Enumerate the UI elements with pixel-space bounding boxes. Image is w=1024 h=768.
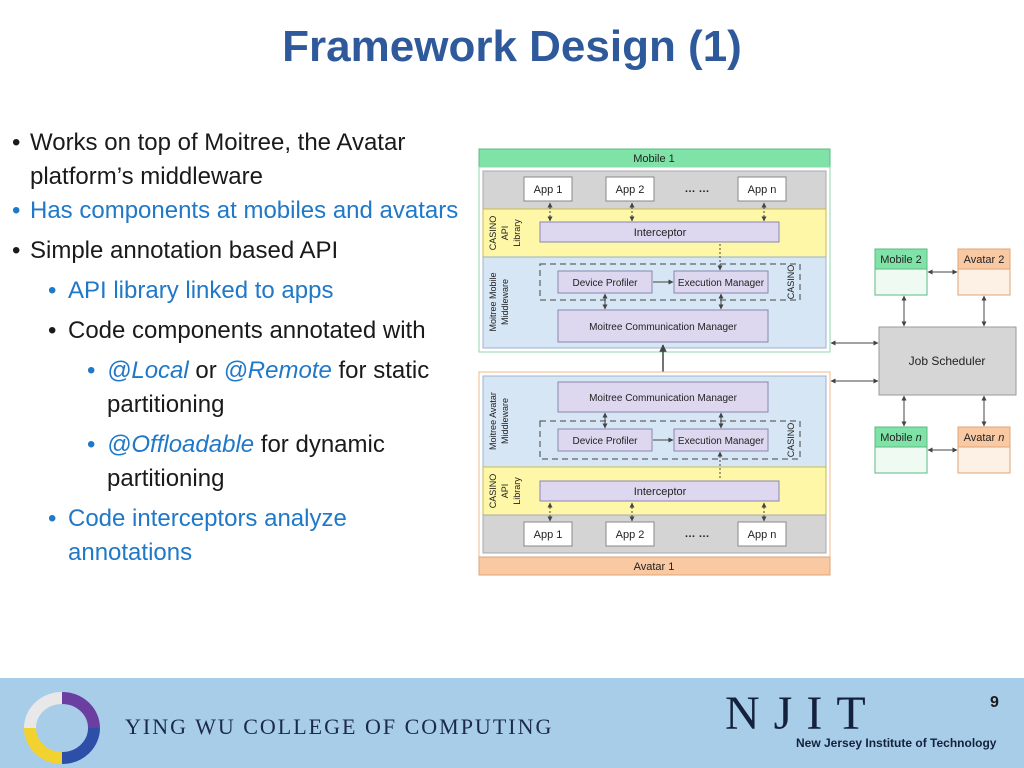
mobile1-label: Mobile 1 [633, 153, 675, 165]
bullet-moitree: •Works on top of Moitree, the Avatar pla… [12, 129, 406, 190]
mobile2-header [874, 248, 928, 270]
mobile1-device-profiler-label: Device Profiler [572, 278, 638, 289]
avatar1-casino-label-1: CASINO [488, 474, 498, 509]
avatar2-label: Avatar 2 [964, 254, 1005, 266]
mobilen-header [874, 426, 928, 448]
bullet-static: •@Local or @Remote for static partitioni… [87, 357, 430, 418]
mobile1-execution-manager-label: Execution Manager [678, 278, 765, 289]
mobile1-casino-side-label: CASINO [786, 265, 796, 300]
bullet-dynamic: •@Offloadable for dynamic partitioning [87, 431, 385, 492]
avatar1-app2-box [605, 521, 655, 547]
mobile1-app2-box [605, 176, 655, 202]
njit-fullname: New Jersey Institute of Technology [796, 736, 997, 750]
bullet-list: •Works on top of Moitree, the Avatar pla… [10, 126, 470, 570]
avatar1-execution-manager-label: Execution Manager [678, 436, 765, 447]
mobile1-casino-label-3: Library [512, 219, 522, 247]
avatarn-header [957, 426, 1011, 448]
framework-diagram: Mobile 1 App 1 App 2 … … App n CASINO AP… [470, 140, 1024, 590]
bullet-api-library: •API library linked to apps [48, 277, 334, 304]
avatar1-device-profiler-box [557, 428, 653, 452]
mobile1-appn-box [737, 176, 787, 202]
mobile1-interceptor-label: Interceptor [634, 227, 687, 239]
mobile1-comm-manager-box [557, 309, 769, 343]
avatar1-appn-box [737, 521, 787, 547]
avatar1-casino-label-3: Library [512, 477, 522, 505]
avatar1-casino-dashed [539, 420, 801, 460]
mobile2-label: Mobile 2 [880, 254, 922, 266]
mobile1-mw-label-2: Middleware [500, 279, 510, 325]
mobile1-casino-label-1: CASINO [488, 216, 498, 251]
bullet-api: •Simple annotation based API [12, 237, 339, 264]
mobile1-app1-label: App 1 [534, 184, 563, 196]
mobilen-label: Mobile n [880, 432, 922, 444]
avatar1-label: Avatar 1 [634, 561, 675, 573]
mobile1-comm-manager-label: Moitree Communication Manager [589, 322, 738, 333]
avatar1-app2-label: App 2 [616, 529, 645, 541]
njit-logo: NJIT [725, 687, 880, 740]
avatar1-footer-bar [478, 556, 831, 576]
avatar1-app1-box [523, 521, 573, 547]
bullet-components: •Has components at mobiles and avatars [12, 197, 459, 224]
college-logo-ring [24, 692, 100, 764]
bullet-interceptors: •Code interceptors analyze annotations [48, 505, 347, 566]
mobile1-app2-label: App 2 [616, 184, 645, 196]
mobile1-execution-manager-box [673, 270, 769, 294]
mobile1-appn-label: App n [748, 184, 777, 196]
mobile1-casino-label-2: API [500, 226, 510, 241]
avatar1-interceptor-label: Interceptor [634, 486, 687, 498]
mobile1-casino-dashed [539, 263, 801, 301]
page-number: 9 [990, 694, 999, 711]
avatar1-casino-label-2: API [500, 484, 510, 499]
avatarn-label: Avatar n [964, 432, 1005, 444]
bullet-annotated: •Code components annotated with [48, 317, 426, 344]
mobile1-device-profiler-box [557, 270, 653, 294]
job-scheduler-label: Job Scheduler [909, 354, 986, 368]
job-scheduler-box [878, 326, 1017, 396]
mobile1-app1-box [523, 176, 573, 202]
avatar1-interceptor-box [539, 480, 780, 502]
avatar1-app1-label: App 1 [534, 529, 563, 541]
slide-title: Framework Design (1) [282, 22, 742, 71]
avatar1-casino-side-label: CASINO [786, 423, 796, 458]
avatar1-comm-manager-box [557, 381, 769, 413]
mobile1-interceptor-box [539, 221, 780, 243]
avatar1-mw-label-1: Moitree Avatar [488, 392, 498, 450]
mobile1-ellipsis: … … [684, 183, 709, 195]
avatar1-mw-label-2: Middleware [500, 398, 510, 444]
avatar2-header [957, 248, 1011, 270]
avatar1-ellipsis: … … [684, 528, 709, 540]
avatar1-device-profiler-label: Device Profiler [572, 436, 638, 447]
mobile1-mw-label-1: Moitree Mobile [488, 272, 498, 331]
avatar1-appn-label: App n [748, 529, 777, 541]
avatar1-execution-manager-box [673, 428, 769, 452]
college-name: YING WU COLLEGE OF COMPUTING [125, 714, 554, 739]
avatar1-comm-manager-label: Moitree Communication Manager [589, 393, 738, 404]
footer-bar: YING WU COLLEGE OF COMPUTING NJIT New Je… [0, 678, 1024, 768]
